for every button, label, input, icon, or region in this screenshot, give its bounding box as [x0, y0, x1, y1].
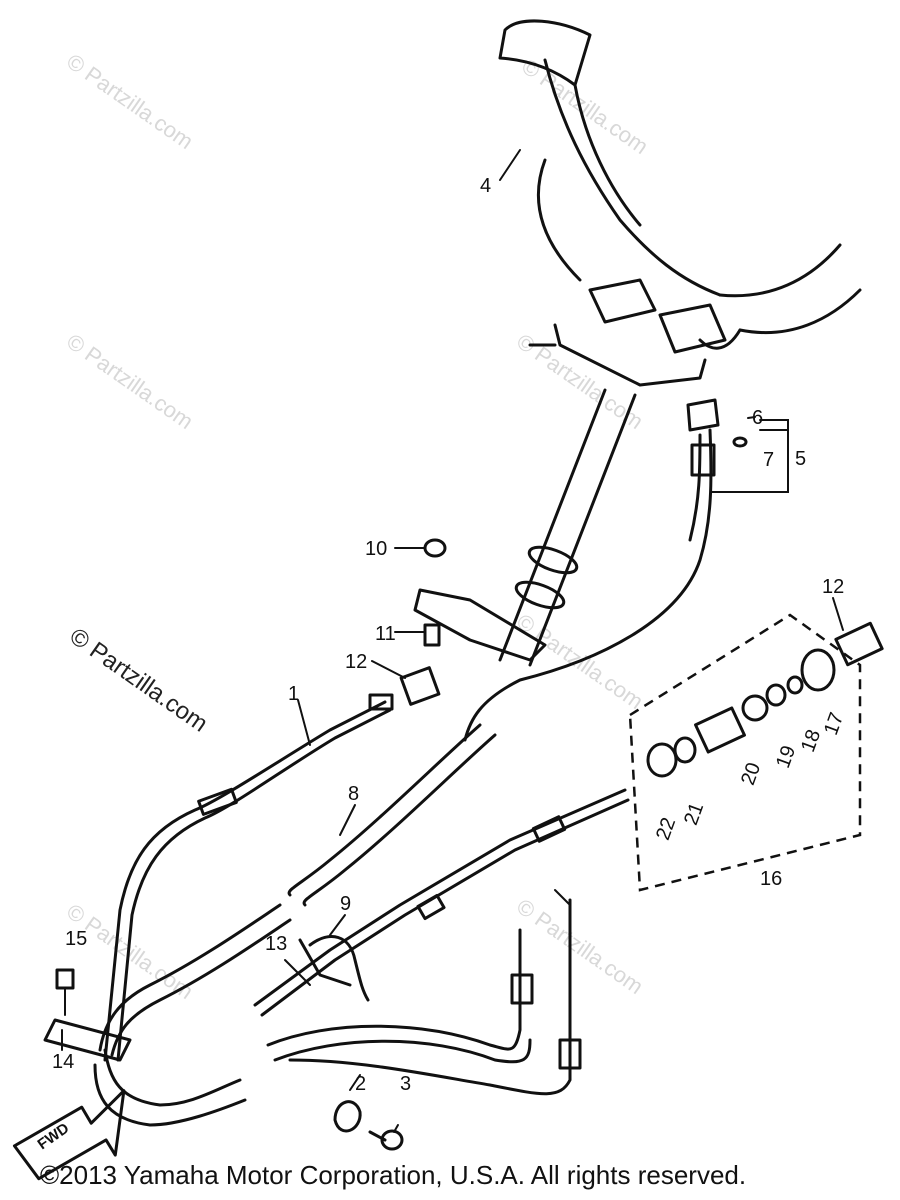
callout-8: 8 [348, 783, 359, 805]
callout-22: 22 [652, 815, 680, 843]
watermark: © Partzilla.com [62, 49, 198, 155]
callout-12: 12 [345, 651, 367, 673]
steering-column [413, 388, 637, 667]
leader-lines [61, 149, 844, 1133]
screw-3 [368, 1129, 404, 1151]
callout-12: 12 [822, 576, 844, 598]
watermark: © Partzilla.com [62, 329, 198, 435]
clip-2 [333, 1100, 362, 1133]
callouts: 1 2 3 4 5 6 7 8 9 10 11 12 12 13 14 15 1… [52, 175, 848, 1095]
lower-cables [93, 889, 582, 1127]
callout-7: 7 [763, 449, 774, 471]
cable-1 [103, 693, 394, 1062]
copyright-notice: ©2013 Yamaha Motor Corporation, U.S.A. A… [40, 1160, 747, 1190]
callout-6: 6 [752, 407, 763, 429]
handlebar [498, 19, 862, 350]
assembly-16-parts [399, 538, 884, 778]
watermark: © Partzilla.com [517, 54, 653, 160]
bracket-9 [308, 935, 370, 1002]
handlebar-clamps [528, 278, 727, 387]
spiral-wrap [98, 723, 497, 1057]
callout-15: 15 [65, 928, 87, 950]
cable-13 [253, 788, 630, 1017]
callout-2: 2 [355, 1073, 366, 1095]
callout-9: 9 [340, 893, 351, 915]
callout-21: 21 [680, 800, 708, 828]
callout-10: 10 [365, 538, 387, 560]
callout-13: 13 [265, 933, 287, 955]
callout-20: 20 [737, 760, 765, 788]
callout-11: 11 [375, 623, 396, 645]
plate-14 [43, 968, 132, 1062]
assembly-16-box [628, 613, 862, 892]
callout-5: 5 [795, 448, 806, 470]
callout-3: 3 [400, 1073, 411, 1095]
watermark: © Partzilla.com [62, 899, 198, 1005]
callout-1: 1 [288, 683, 299, 705]
callout-14: 14 [52, 1051, 74, 1073]
callout-16: 16 [760, 868, 782, 890]
speedometer-cable [463, 398, 748, 742]
callout-4: 4 [480, 175, 491, 197]
callout-19: 19 [772, 743, 800, 771]
watermark-prominent: © Partzilla.com [65, 623, 213, 738]
